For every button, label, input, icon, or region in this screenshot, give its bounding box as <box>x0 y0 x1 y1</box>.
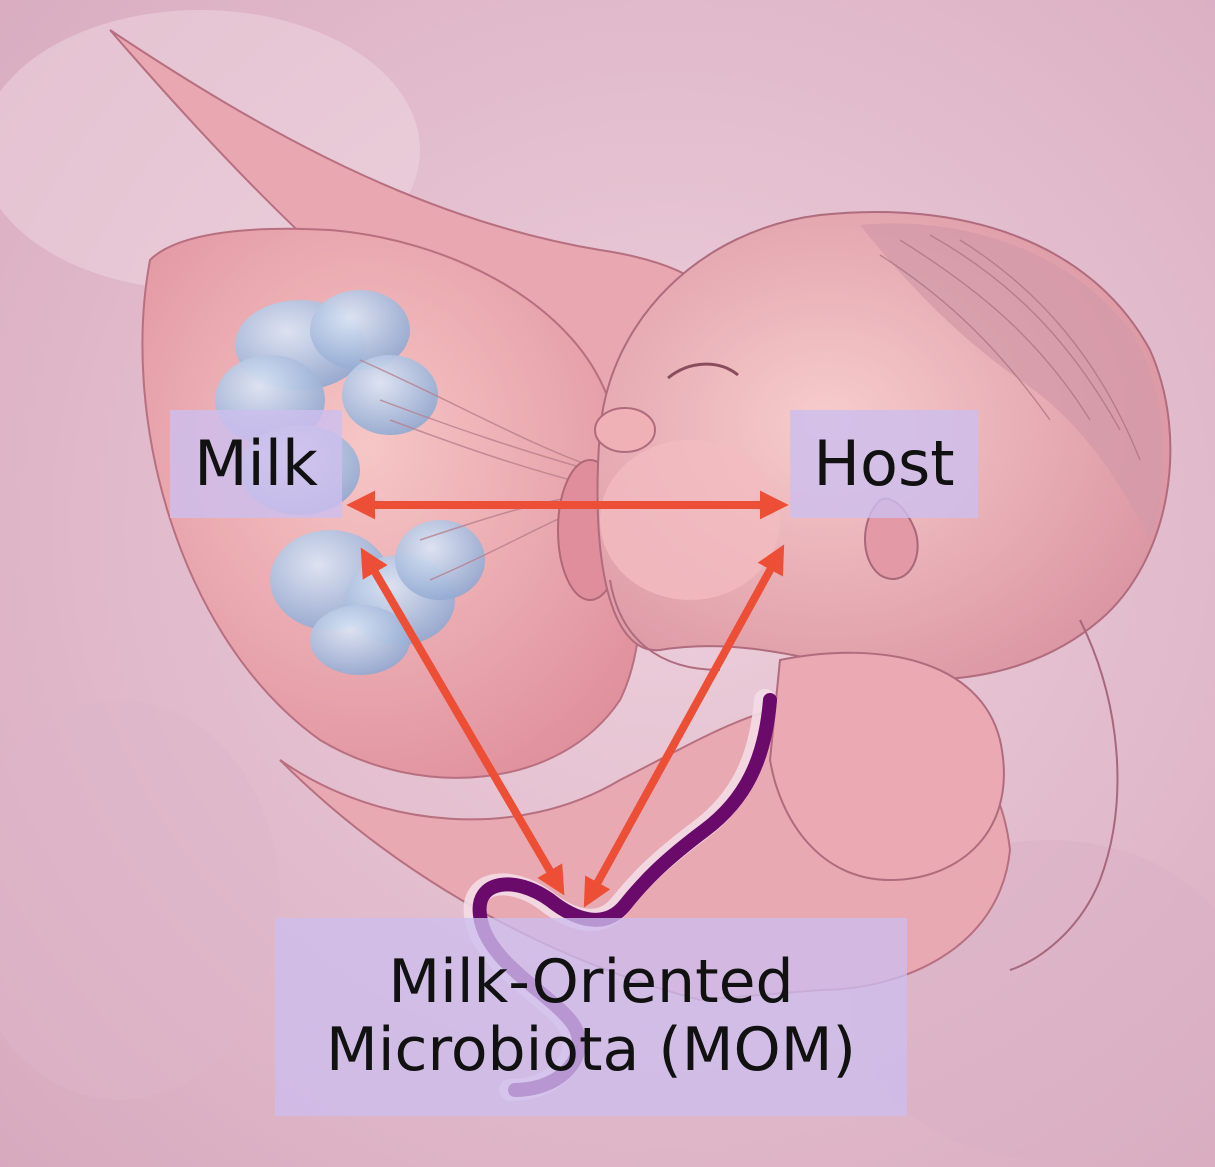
mom-label-line1: Milk-Oriented <box>388 949 793 1017</box>
milk-label-text: Milk <box>194 429 318 499</box>
mom-label-line2: Microbiota (MOM) <box>326 1017 856 1085</box>
baby-nose <box>595 408 655 452</box>
mom-label: Milk-Oriented Microbiota (MOM) <box>275 918 907 1116</box>
milk-label: Milk <box>170 410 342 518</box>
host-label-text: Host <box>813 429 954 499</box>
host-label: Host <box>790 410 978 518</box>
baby-cheek <box>600 440 780 600</box>
